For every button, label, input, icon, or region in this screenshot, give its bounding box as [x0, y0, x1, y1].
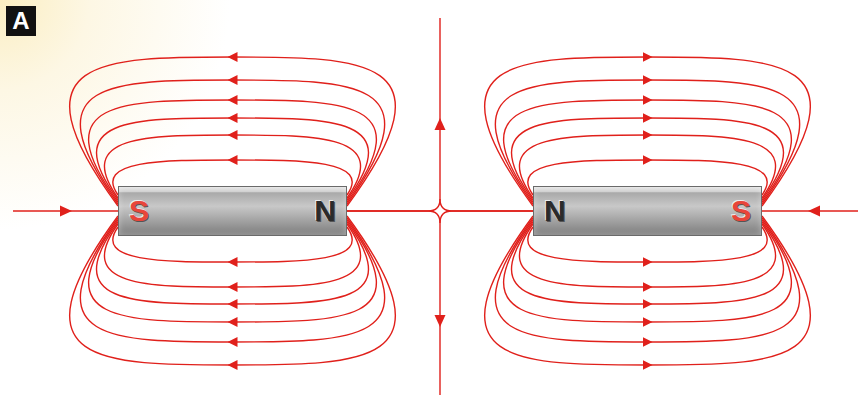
bar-magnet: SN [118, 186, 347, 236]
pole-label: S [129, 196, 149, 226]
axis-lines [13, 18, 858, 395]
pole-label: S [731, 196, 751, 226]
pole-label: N [544, 196, 566, 226]
pole-label: N [314, 196, 336, 226]
axis-arrows [60, 118, 820, 327]
bar-magnet: NS [533, 186, 762, 236]
figure-letter: A [6, 6, 36, 36]
